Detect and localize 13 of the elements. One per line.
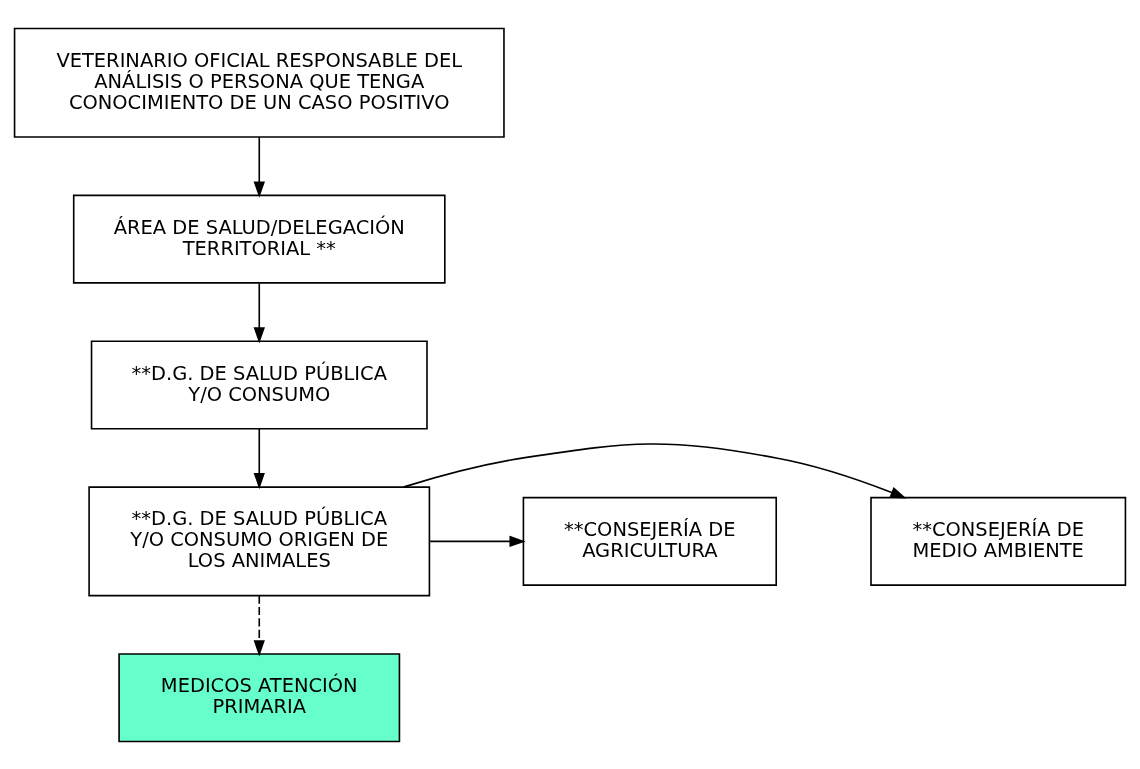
node-box: ÁREA DE SALUD/DELEGACIÓN TERRITORIAL **	[72, 194, 446, 284]
arrow	[253, 282, 265, 344]
arrow	[253, 427, 265, 489]
node-box: VETERINARIO OFICIAL RESPONSABLE DEL ANÁLISIS O PERSONA QUE TENGA CONOCIMIENTO DE UN CASO POSITIVO	[13, 27, 505, 138]
arrow	[253, 135, 265, 198]
node-box: MEDICOS ATENCIÓN PRIMARIA	[118, 652, 401, 742]
node-box: **D.G. DE SALUD PÚBLICA Y/O CONSUMO	[90, 339, 428, 430]
arrow	[253, 594, 265, 656]
arrow	[403, 442, 907, 498]
node-box: **D.G. DE SALUD PÚBLICA Y/O CONSUMO ORIGEN DE LOS ANIMALES	[88, 485, 431, 596]
arrow	[429, 535, 526, 547]
node-box: **CONSEJERÍA DE AGRICULTURA	[522, 496, 777, 586]
node-box: **CONSEJERÍA DE MEDIO AMBIENTE	[870, 496, 1127, 586]
